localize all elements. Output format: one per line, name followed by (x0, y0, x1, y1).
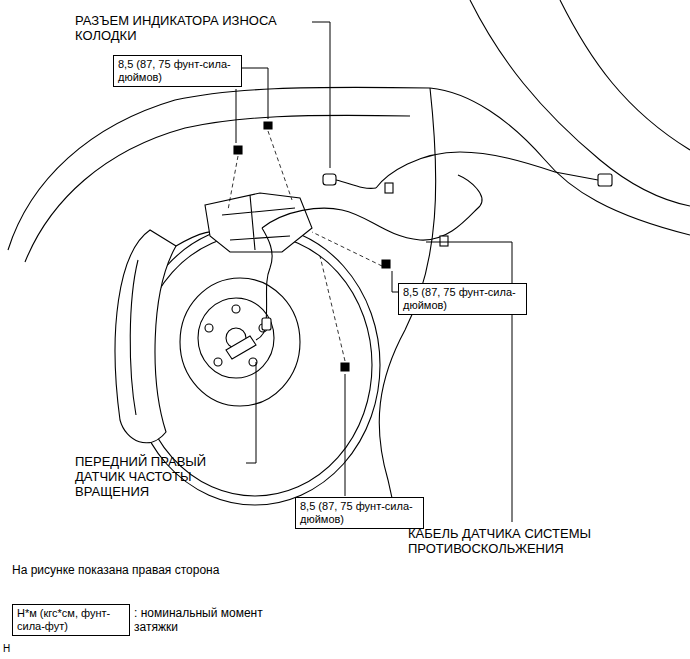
part-label: КАБЕЛЬ ДАТЧИКА СИСТЕМЫ ПРОТИВОСКОЛЬЖЕНИЯ (408, 527, 628, 557)
legend-box: Н*м (кгс*см, фунт-сила-фут) (12, 604, 130, 636)
hub-bolt (214, 358, 222, 366)
sensor-wire (256, 228, 272, 340)
bolt (264, 122, 272, 129)
leader-lines (236, 22, 512, 522)
bolt (341, 363, 349, 371)
body-line (470, 0, 690, 206)
wear-connector (323, 174, 336, 185)
body-line (560, 0, 690, 150)
steering-knuckle (205, 193, 312, 252)
torque-box: 8,5 (87, 75 фунт-сила-дюймов) (113, 55, 242, 87)
hub-bolt (232, 305, 240, 313)
fender-arch (25, 115, 410, 262)
figure-code: H (3, 643, 23, 655)
bolt (382, 260, 390, 268)
wire-clip (262, 318, 271, 330)
legend-unit: Н*м (кгс*см, фунт-сила-фут) (17, 607, 125, 633)
abs-cable (262, 206, 480, 240)
torque-value: 8,5 (87, 75 фунт-сила-дюймов) (118, 58, 237, 84)
body-line (430, 88, 690, 235)
disc-hat (180, 278, 300, 406)
leader-line (312, 22, 330, 168)
speed-sensor (226, 336, 256, 359)
bolt (234, 146, 242, 154)
part-label: РАЗЪЕМ ИНДИКАТОРА ИЗНОСА КОЛОДКИ (75, 14, 307, 44)
legend-text: : номинальный момент затяжки (134, 607, 264, 635)
abs-cable (458, 175, 482, 206)
hub (198, 298, 274, 378)
leader-line (246, 362, 256, 463)
caliper (115, 230, 176, 443)
part-label: ПЕРЕДНИЙ ПРАВЫЙ ДАТЧИК ЧАСТОТЫ ВРАЩЕНИЯ (75, 455, 243, 500)
hub-bolt (205, 324, 213, 332)
leader-line (345, 374, 346, 496)
torque-value: 8,5 (87, 75 фунт-сила-дюймов) (300, 500, 419, 526)
alignment-line (228, 131, 382, 361)
abs-cable (376, 152, 598, 188)
cable-clip (440, 236, 448, 246)
caliper-detail (130, 260, 138, 415)
cable-clip (385, 183, 393, 193)
torque-box: 8,5 (87, 75 фунт-сила-дюймов) (295, 497, 424, 529)
wear-wire (336, 180, 376, 188)
knuckle-detail (222, 195, 295, 250)
note-text: На рисунке показана правая сторона (12, 564, 312, 578)
torque-value: 8,5 (87, 75 фунт-сила-дюймов) (403, 286, 522, 312)
leader-line (242, 68, 268, 119)
torque-box: 8,5 (87, 75 фунт-сила-дюймов) (398, 283, 527, 315)
leader-line (236, 89, 237, 143)
cable-connector (598, 174, 612, 186)
